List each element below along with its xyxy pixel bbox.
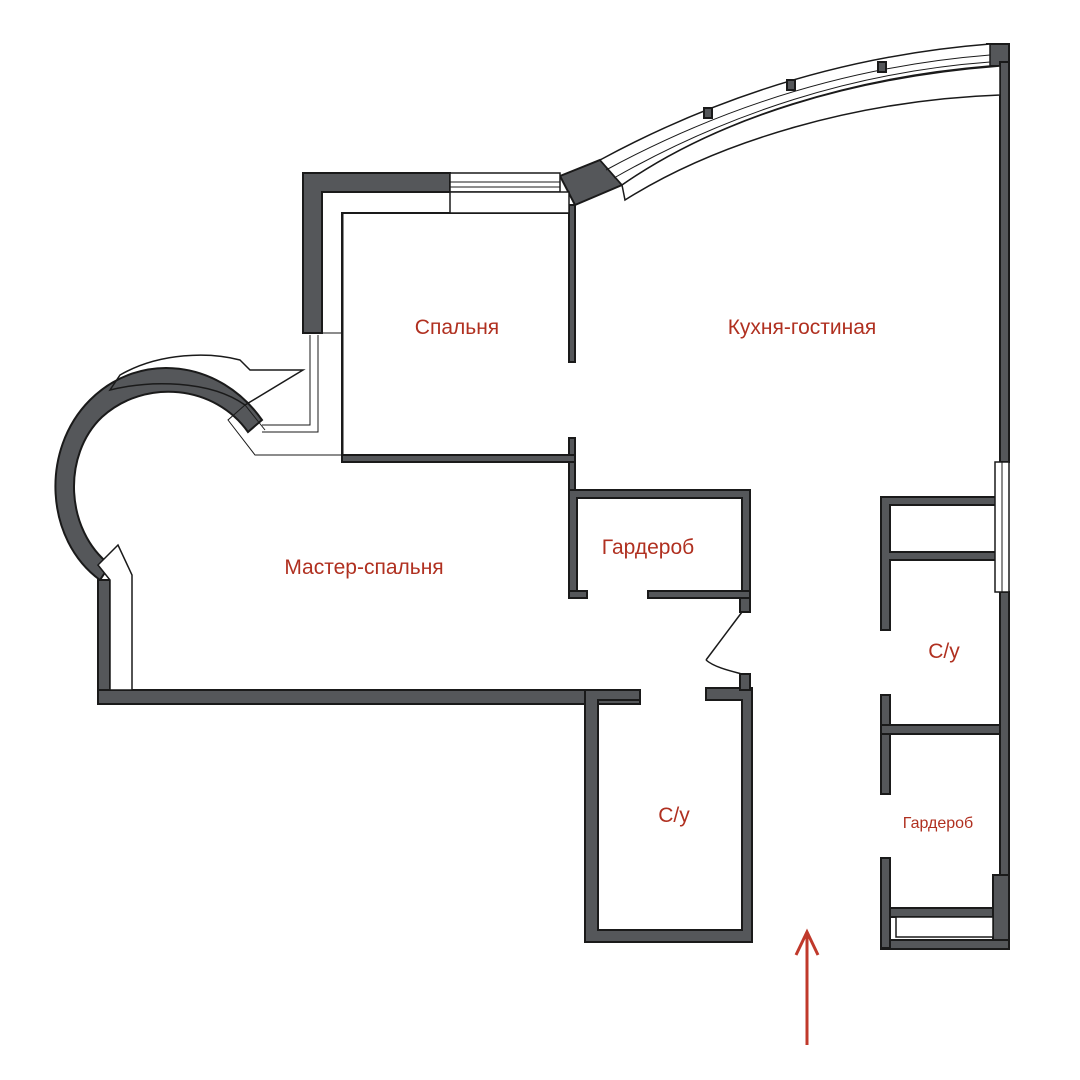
wardrobe-bottom-left xyxy=(568,590,588,599)
bedroom-top-wall xyxy=(302,172,451,334)
room-label-wardrobe-small: Гардероб xyxy=(903,815,973,832)
window-mullion-1 xyxy=(703,107,713,119)
bedroom-window-sill xyxy=(449,191,570,214)
master-bottom-wall xyxy=(97,689,641,705)
room-label-wardrobe: Гардероб xyxy=(602,536,694,559)
bottom-right-wall xyxy=(880,939,1010,950)
kitchen-window-sill xyxy=(621,65,1001,202)
bedroom-kitchen-wall-lower xyxy=(568,437,576,491)
window-mullion-2 xyxy=(786,79,796,91)
wardrobe-small-shelf xyxy=(889,907,994,918)
room-label-bathroom-right: С/у xyxy=(928,640,960,663)
right-wall-lower xyxy=(999,591,1010,879)
window-mullion-3 xyxy=(877,61,887,73)
wardrobe-small-left-upper xyxy=(880,733,891,795)
windows xyxy=(96,43,1010,938)
room-label-master-bedroom: Мастер-спальня xyxy=(284,556,443,579)
right-wall-corner xyxy=(992,874,1010,948)
right-wall-upper xyxy=(999,61,1010,463)
bay-round-wall xyxy=(54,367,264,582)
door-swing-icon xyxy=(705,597,751,691)
bedroom-kitchen-wall-upper xyxy=(568,204,576,363)
bedroom-bottom-wall xyxy=(341,454,576,463)
room-label-kitchen-living: Кухня-гостиная xyxy=(728,316,877,339)
bathroom-right-door-jamb xyxy=(880,694,891,726)
bay-window-frame xyxy=(227,332,343,456)
wardrobe-bottom-right xyxy=(647,590,751,599)
entrance-arrow-icon xyxy=(794,928,820,1045)
wardrobe-small-window xyxy=(895,916,994,938)
bathroom-right-bottom-wall xyxy=(880,724,1001,735)
wardrobe-small-left-lower xyxy=(880,857,891,949)
room-label-bathroom-bottom: С/у xyxy=(658,804,690,827)
room-label-bedroom: Спальня xyxy=(415,316,499,339)
lower-bathroom-walls xyxy=(584,687,753,943)
bay-lower-sill xyxy=(96,543,133,691)
bay-round-sill xyxy=(108,354,306,406)
master-left-wall xyxy=(97,579,111,705)
right-block-top-walls xyxy=(880,496,1001,631)
